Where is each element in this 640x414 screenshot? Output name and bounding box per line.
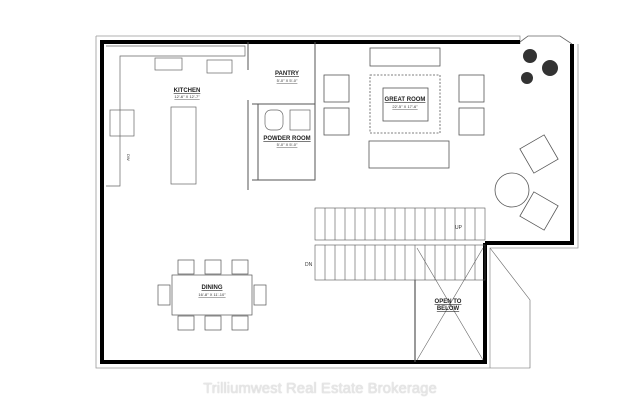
plants [521, 49, 558, 84]
kitchen-island [170, 106, 197, 185]
kitchen-label: KITCHEN [174, 88, 201, 94]
stove [154, 57, 183, 71]
interior-walls [247, 42, 316, 190]
rug [369, 74, 441, 134]
toilet [264, 109, 284, 131]
stairs-down-label: DN [305, 262, 313, 268]
armchair [323, 107, 350, 136]
outer-outline [95, 35, 579, 369]
open-to-below [416, 247, 531, 369]
pantry-label: PANTRY [275, 71, 299, 77]
coffee-table [382, 87, 429, 122]
powder-room-label: POWDER ROOM [263, 136, 310, 142]
lounge-chair [519, 134, 559, 174]
stairs-up-label: UP [455, 225, 463, 231]
pantry-dim: 5'-0" X 5'-0" [277, 78, 298, 83]
sofa [368, 140, 450, 169]
vanity [289, 109, 311, 131]
kitchen-dim: 12'-6" X 12'-7" [174, 94, 200, 99]
great-room-dim: 22'-5" X 17'-6" [392, 104, 418, 109]
open-to-below-label: OPEN TO [435, 299, 462, 305]
dishwasher-label: DW [126, 154, 131, 161]
fireplace [369, 47, 441, 67]
round-table [494, 172, 530, 208]
staircase [314, 207, 486, 362]
lounge-chair [519, 191, 559, 231]
fridge [206, 59, 233, 74]
open-to-below-label-2: BELOW [437, 306, 460, 312]
dining-dim: 16'-8" X 11'-10" [198, 292, 226, 297]
dining-table [171, 274, 253, 316]
armchair [458, 74, 485, 103]
dining-set [157, 259, 267, 331]
sink [109, 109, 135, 137]
great-room-label: GREAT ROOM [385, 97, 426, 103]
armchair [458, 107, 485, 136]
bay-window [519, 35, 573, 45]
kitchen-counters [106, 45, 311, 187]
watermark: Trilliumwest Real Estate Brokerage [203, 380, 437, 397]
dining-label: DINING [202, 285, 223, 291]
powder-room-dim: 5'-0" X 5'-0" [277, 142, 298, 147]
armchair [323, 74, 350, 103]
exterior-walls [100, 40, 574, 364]
great-room-furniture [323, 47, 559, 231]
